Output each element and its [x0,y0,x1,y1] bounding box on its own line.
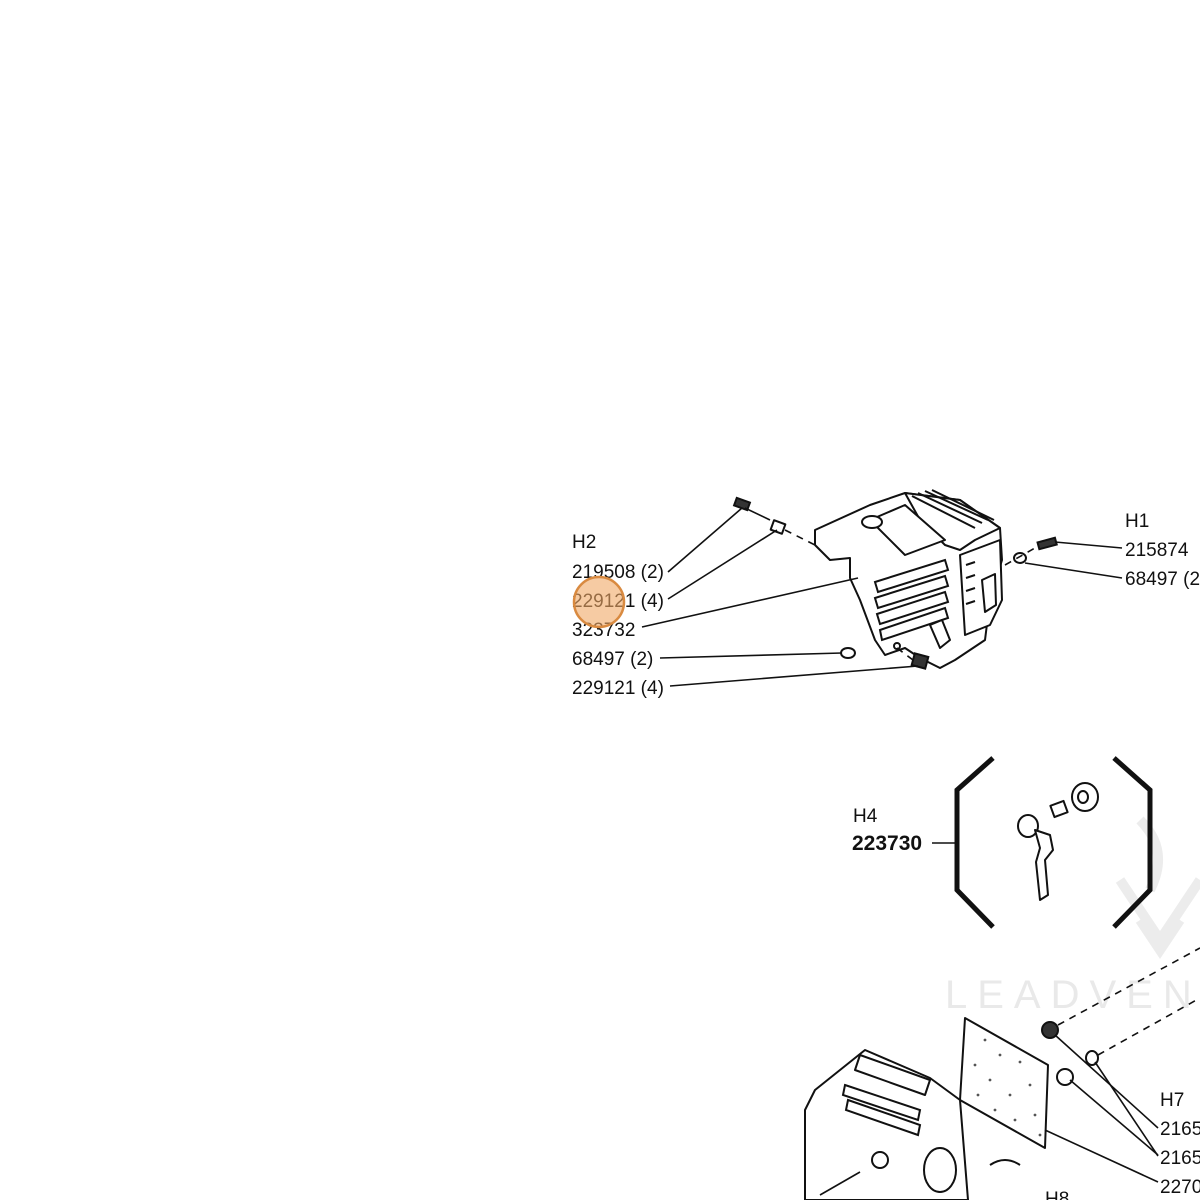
part-label[interactable]: 68497 (2 [1125,569,1200,590]
part-label[interactable]: 229121 (4) [572,678,664,699]
engine-cover-assembly [641,489,1123,687]
cover-vents [873,558,950,642]
part-label[interactable]: 2165 [1160,1148,1200,1169]
group-h8-id: H8 [1045,1189,1069,1200]
part-label[interactable]: 68497 (2) [572,649,653,670]
screw-219508-top [732,496,771,521]
group-h1: H1 215874 68497 (2 [1125,511,1200,590]
group-h7-id: H7 [1160,1090,1184,1111]
watermark: LEADVEN [945,816,1200,1017]
muffler-assembly [804,947,1200,1200]
group-h1-id: H1 [1125,511,1149,532]
group-h4-id: H4 [853,806,878,827]
kit-bracket-right [1112,756,1153,929]
click-highlight-marker [572,575,626,629]
part-label-kit[interactable]: 223730 [852,832,922,855]
part-label[interactable]: 215874 [1125,540,1189,561]
gasket [959,1017,1049,1149]
kit-bracket-left [954,756,995,929]
group-h8: H8 [1045,1189,1069,1200]
group-h4: H4 223730 [852,756,1153,929]
watermark-logo-icon [1115,816,1200,960]
part-label[interactable]: 2270 [1160,1177,1200,1198]
watermark-text: LEADVEN [945,973,1200,1017]
part-label[interactable]: 2165 [1160,1119,1200,1140]
group-h2-id: H2 [572,532,596,553]
group-h7: H7 2165 2165 2270 [1160,1090,1200,1198]
